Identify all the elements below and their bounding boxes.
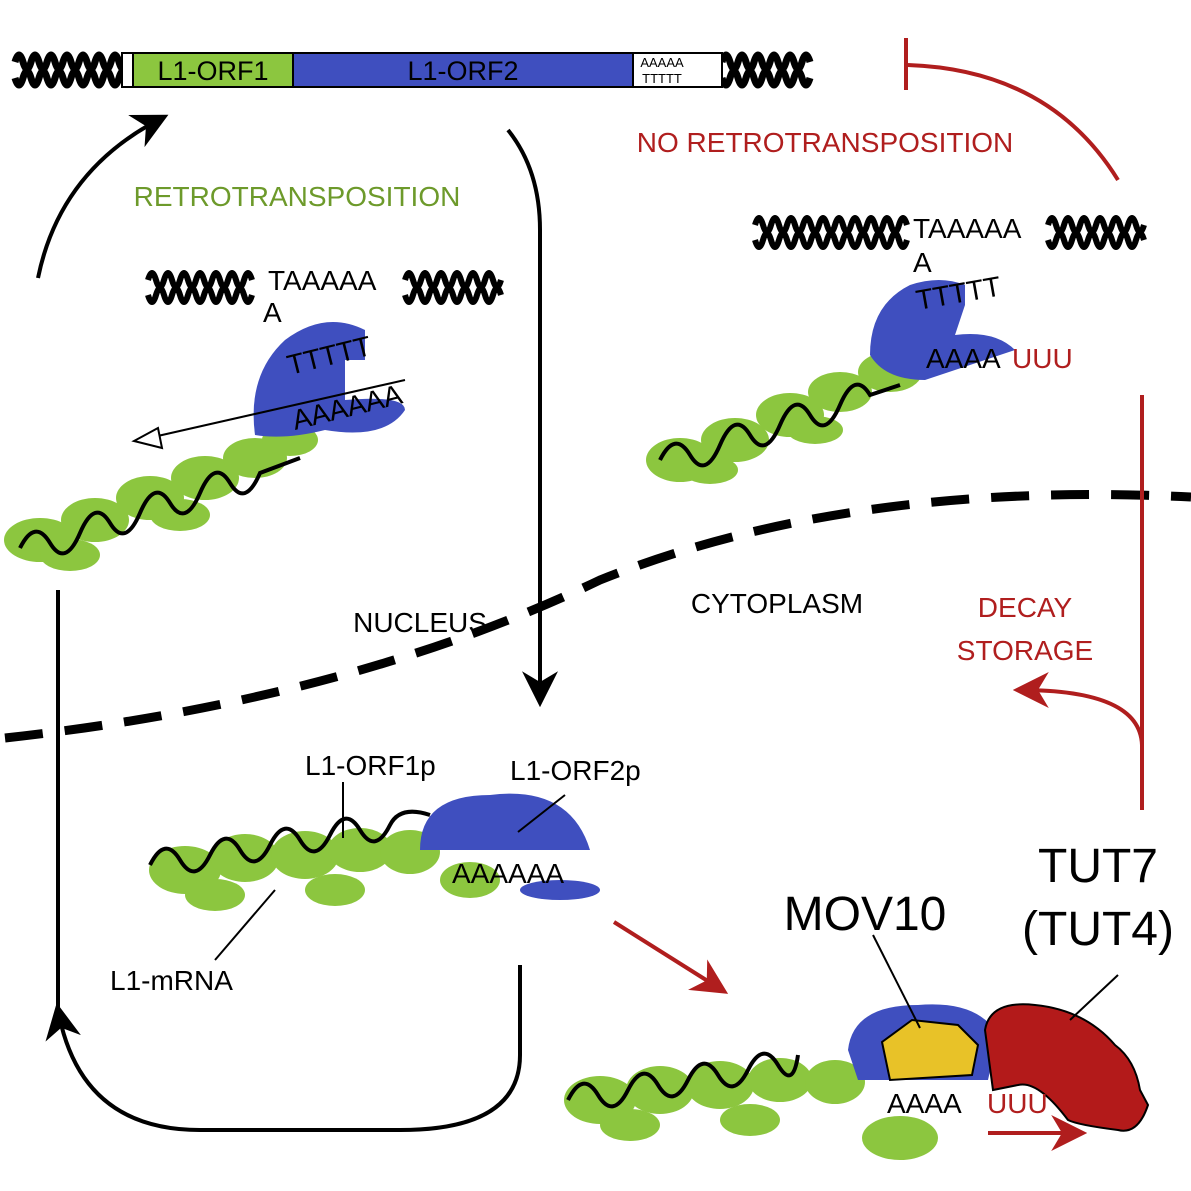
right-target-a: A [913,247,932,278]
orf1p-label: L1-ORF1p [305,750,436,781]
orf2-region [292,52,634,88]
bottom-u-seq: UUU [987,1088,1048,1119]
left-target-a: A [263,297,282,328]
left-target-dna-coil [145,270,504,305]
tut7-protein [983,1003,1150,1132]
mov10-leader [872,934,921,1029]
right-l1-mrna [658,382,901,468]
storage-label: STORAGE [957,635,1093,666]
right-orf2p-protein [870,280,1015,380]
left-cdna-arrowhead [131,426,164,450]
transcription-export-arrow [506,128,558,708]
orf2p-label: L1-ORF2p [510,755,641,786]
decay-label: DECAY [978,592,1073,623]
reimport-arrow [45,965,522,1132]
genomic-dna-coil-right [718,51,814,89]
mov10-protein [880,1018,980,1082]
retrotransposition-label: RETROTRANSPOSITION [134,181,461,212]
no-retrotransposition-inhibition [907,63,1120,182]
center-orf2p-lower [520,880,600,900]
gene-polyt-label: TTTTT [642,71,682,86]
genomic-dna-coil-left [11,51,131,89]
decay-storage-arrow [1012,672,1144,810]
bottom-rnp-complex: AAAA UUU MOV10 TUT7 (TUT4) [564,840,1174,1160]
center-a-seq: AAAAAA [452,858,564,889]
l1-gene-element: L1-ORF1 L1-ORF2 AAAAA TTTTT [11,51,814,89]
no-retrotransposition-label: NO RETROTRANSPOSITION [637,127,1013,158]
bottom-l1-mrna [566,1051,800,1109]
orf2-label: L1-ORF2 [407,56,518,86]
left-target-seq: TAAAAA [268,265,377,296]
mov10-label: MOV10 [784,888,947,941]
left-orf2p-protein [253,322,405,437]
center-orf2p-protein [420,793,590,850]
right-a-seq: AAAA [926,343,1001,374]
center-l1-mrna [148,809,431,874]
bottom-a-seq: AAAA [887,1088,962,1119]
mrna-label: L1-mRNA [110,965,233,996]
right-orf1p-beads [646,352,922,484]
center-rnp-complex: AAAAAA L1-ORF1p L1-ORF2p L1-mRNA [110,750,641,996]
right-u-seq: UUU [1012,343,1073,374]
gene-polya-label: AAAAA [640,55,684,70]
right-rnp-complex: TAAAAA A TTTTT AAAA UUU [646,213,1147,484]
tut4-label: (TUT4) [1022,903,1174,956]
orf2p-leader [517,794,566,833]
nucleus-label: NUCLEUS [353,607,487,638]
right-target-dna-coil [752,215,1147,250]
mrna-leader [214,889,276,961]
orf1-label: L1-ORF1 [157,56,268,86]
left-cdna-arrow [139,379,406,441]
left-rnp-complex: TAAAAA A TTTTT AAAAAA [4,265,504,571]
uridylation-arrow [612,920,729,994]
orf1-region [132,52,294,88]
tut7-leader [1069,974,1119,1021]
nuclear-envelope [4,490,1191,743]
left-l1-mrna [18,456,301,556]
cytoplasm-label: CYTOPLASM [691,588,863,619]
retrotransposition-arrow [36,114,169,279]
right-target-seq: TAAAAA [913,213,1022,244]
tut7-label: TUT7 [1038,840,1158,893]
